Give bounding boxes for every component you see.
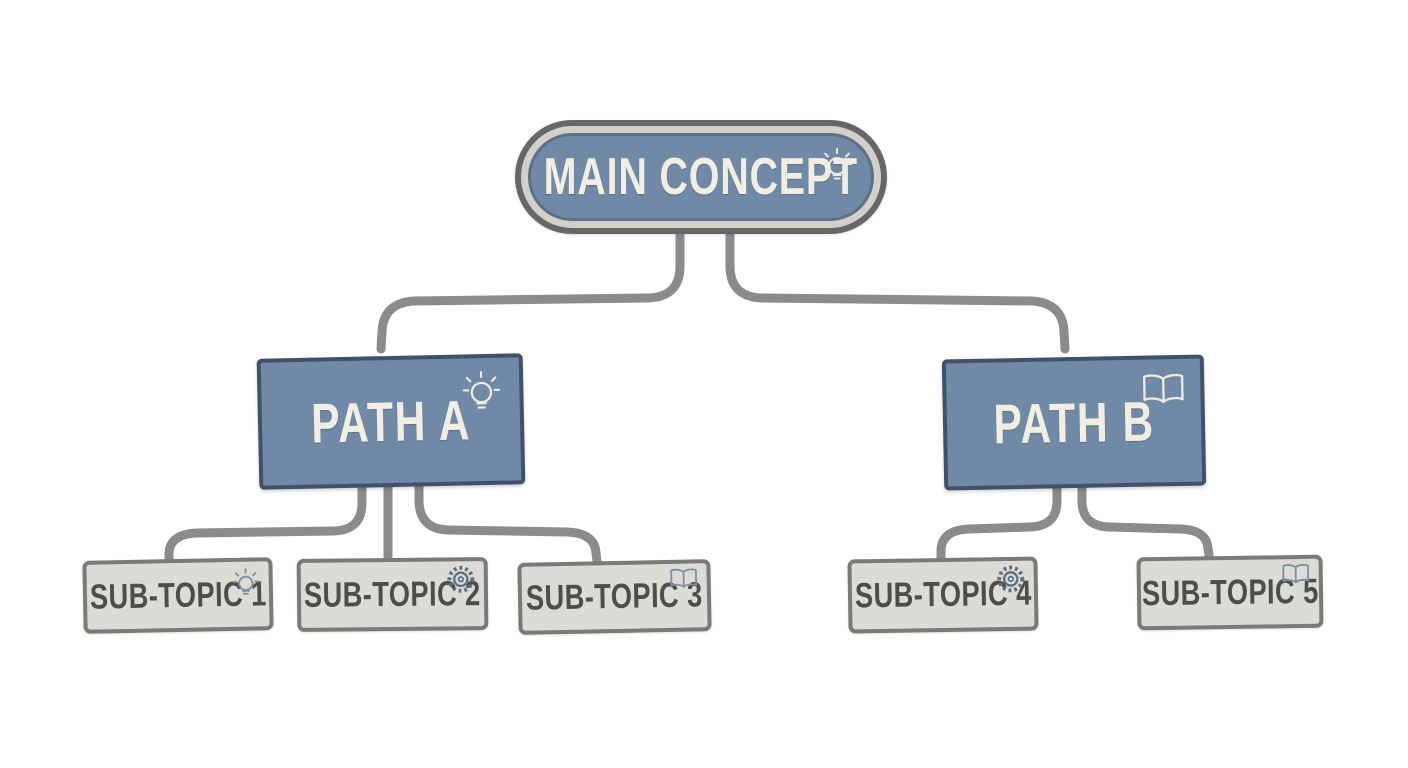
node-sub-topic-3[interactable]: SUB-TOPIC 3 — [517, 559, 712, 635]
connector-path-b-to-sub-5 — [1077, 475, 1214, 560]
book-icon — [1281, 562, 1311, 586]
book-icon — [668, 566, 698, 591]
node-path-a-label: PATH A — [310, 388, 472, 455]
connector-main-to-path-a — [376, 221, 685, 354]
gear-icon — [446, 564, 476, 594]
node-main-concept[interactable]: MAIN CONCEPT — [515, 120, 887, 234]
lightbulb-icon — [459, 366, 504, 415]
lightbulb-icon — [819, 144, 855, 184]
node-sub-topic-1[interactable]: SUB-TOPIC 1 — [82, 557, 274, 634]
connector-path-b-to-sub-4 — [936, 475, 1062, 562]
node-path-b[interactable]: PATH B — [941, 354, 1207, 491]
connector-path-a-to-sub-3 — [414, 475, 602, 566]
connector-path-a-to-sub-1 — [164, 475, 367, 564]
node-path-b-label: PATH B — [992, 389, 1156, 456]
node-sub-topic-5[interactable]: SUB-TOPIC 5 — [1136, 554, 1324, 631]
node-main-concept-body: MAIN CONCEPT — [528, 133, 874, 221]
node-sub-topic-2[interactable]: SUB-TOPIC 2 — [296, 557, 489, 632]
node-main-concept-label: MAIN CONCEPT — [543, 148, 859, 206]
node-sub-topic-4[interactable]: SUB-TOPIC 4 — [847, 556, 1039, 634]
book-icon — [1140, 371, 1187, 408]
gear-icon — [996, 564, 1026, 594]
node-path-a[interactable]: PATH A — [256, 353, 526, 490]
lightbulb-icon — [230, 564, 261, 599]
connector-main-to-path-b — [725, 221, 1070, 354]
